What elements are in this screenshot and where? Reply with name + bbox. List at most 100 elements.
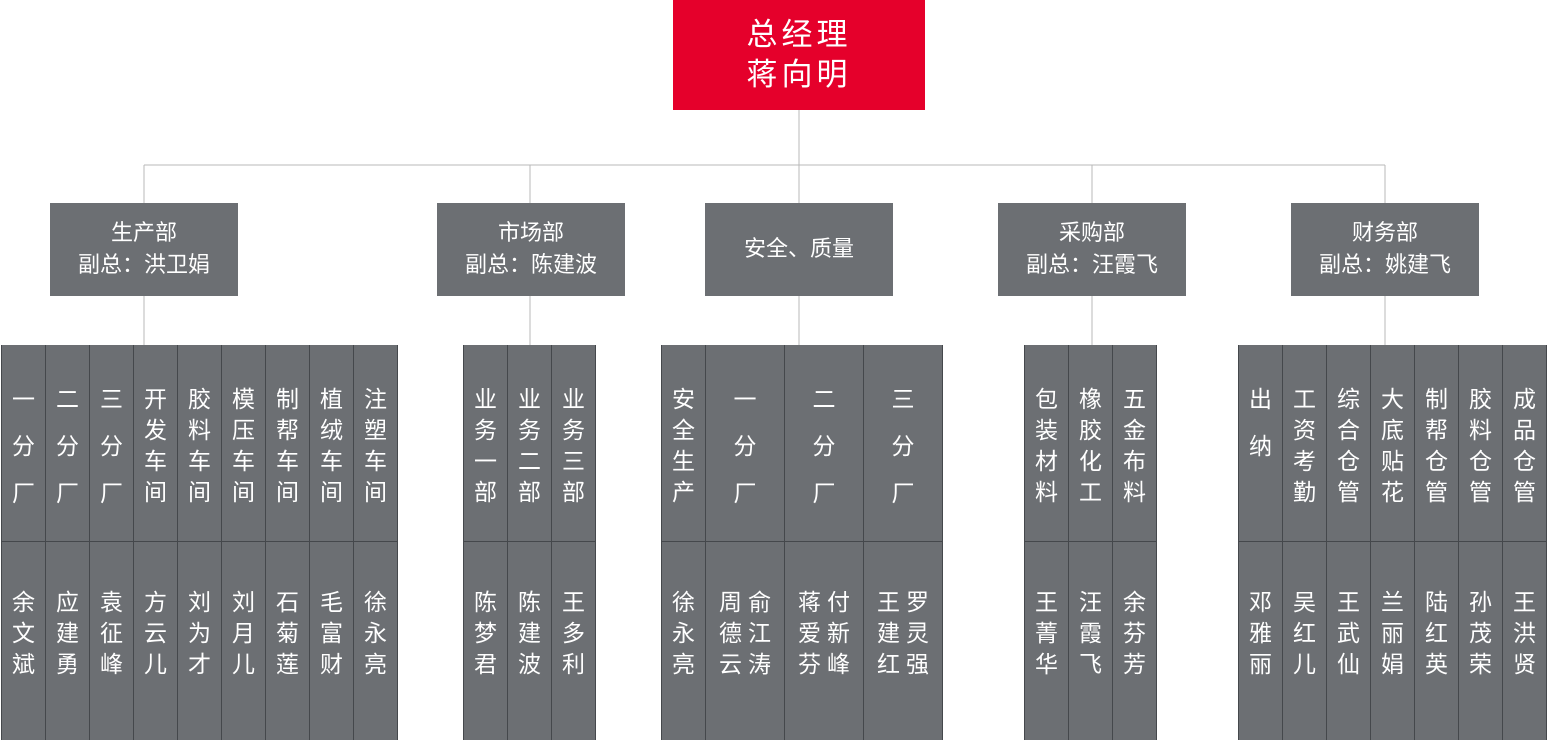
unit-name-cell: 综合仓管 [1327,345,1370,542]
unit-person: 王武仙 [1337,590,1360,678]
unit-person: 王洪贤 [1513,590,1536,678]
unit-name-cell: 胶料车间 [178,345,221,542]
unit-name-cell: 二分厂 [46,345,89,542]
production-units-table: 一分厂余文斌二分厂应建勇三分厂袁征峰开发车间方云儿胶料车间刘为才模压车间刘月儿制… [1,345,398,740]
unit-person: 陆红英 [1425,590,1448,678]
unit-name: 植绒车间 [320,387,343,506]
unit-name: 五金布料 [1123,387,1146,506]
unit-name-cell: 成品仓管 [1503,345,1546,542]
unit-name-cell: 制帮仓管 [1415,345,1458,542]
purchasing-units-table: 包装材料王菁华橡胶化工汪霞飞五金布料余芬芳 [1024,345,1157,740]
unit-person-cell: 周德云俞江涛 [706,542,784,740]
unit-person-cell: 吴红儿 [1283,542,1326,740]
unit-name: 制帮仓管 [1425,387,1448,506]
unit-name-cell: 大底贴花 [1371,345,1414,542]
unit-person-cell: 石菊莲 [266,542,309,740]
unit-column: 三分厂袁征峰 [90,345,134,740]
unit-name-cell: 五金布料 [1113,345,1156,542]
unit-person-cell: 邓雅丽 [1239,542,1282,740]
unit-name-cell: 包装材料 [1025,345,1068,542]
unit-person: 蒋爱芬付新峰 [798,590,850,678]
unit-column: 模压车间刘月儿 [222,345,266,740]
unit-person-cell: 陆红英 [1415,542,1458,740]
unit-name: 成品仓管 [1513,387,1536,506]
unit-column: 出纳邓雅丽 [1239,345,1283,740]
unit-name: 安全生产 [672,387,695,506]
safety-units-table: 安全生产徐永亮一分厂周德云俞江涛二分厂蒋爱芬付新峰三分厂王建红罗灵强 [661,345,943,740]
unit-person: 邓雅丽 [1249,590,1272,678]
unit-name: 二分厂 [56,387,79,507]
dept-name: 生产部 [110,220,177,246]
unit-name: 出纳 [1249,387,1272,460]
dept-leader: 副总：姚建飞 [1318,252,1451,278]
unit-name: 注塑车间 [364,387,387,506]
unit-person-cell: 陈建波 [508,542,551,740]
unit-person: 王菁华 [1035,590,1058,678]
unit-name-cell: 胶料仓管 [1459,345,1502,542]
unit-name: 大底贴花 [1381,387,1404,506]
finance-units-table: 出纳邓雅丽工资考勤吴红儿综合仓管王武仙大底贴花兰丽娟制帮仓管陆红英胶料仓管孙茂荣… [1238,345,1547,740]
unit-column: 一分厂周德云俞江涛 [706,345,785,740]
unit-name-cell: 模压车间 [222,345,265,542]
unit-name-cell: 制帮车间 [266,345,309,542]
unit-person: 刘月儿 [232,590,255,678]
unit-person: 吴红儿 [1293,590,1316,678]
unit-person-cell: 刘月儿 [222,542,265,740]
dept-name: 市场部 [497,220,564,246]
dept-safety-quality: 安全、质量 [705,203,893,296]
unit-column: 注塑车间徐永亮 [354,345,398,740]
unit-person-cell: 徐永亮 [354,542,397,740]
unit-person-cell: 徐永亮 [662,542,705,740]
unit-name: 开发车间 [144,387,167,506]
unit-name-cell: 一分厂 [706,345,784,542]
unit-name: 胶料车间 [188,387,211,506]
unit-column: 大底贴花兰丽娟 [1371,345,1415,740]
unit-person: 石菊莲 [276,590,299,678]
general-manager-name: 蒋向明 [746,57,852,93]
unit-person: 周德云俞江涛 [719,590,771,678]
unit-column: 制帮车间石菊莲 [266,345,310,740]
unit-name-cell: 植绒车间 [310,345,353,542]
unit-column: 包装材料王菁华 [1025,345,1069,740]
unit-column: 业务三部王多利 [552,345,596,740]
unit-name: 胶料仓管 [1469,387,1492,506]
unit-person: 兰丽娟 [1381,590,1404,678]
unit-column: 安全生产徐永亮 [662,345,706,740]
unit-name-cell: 二分厂 [785,345,863,542]
unit-column: 成品仓管王洪贤 [1503,345,1547,740]
unit-name: 橡胶化工 [1079,387,1102,506]
unit-name-cell: 开发车间 [134,345,177,542]
unit-column: 一分厂余文斌 [2,345,46,740]
unit-person: 余文斌 [12,590,35,678]
unit-name-cell: 安全生产 [662,345,705,542]
unit-name: 模压车间 [232,387,255,506]
unit-column: 业务一部陈梦君 [464,345,508,740]
unit-column: 胶料仓管孙茂荣 [1459,345,1503,740]
unit-name: 一分厂 [733,387,757,507]
unit-name: 业务二部 [518,387,541,506]
unit-person-cell: 方云儿 [134,542,177,740]
dept-leader: 副总：洪卫娟 [77,252,210,278]
unit-name-cell: 橡胶化工 [1069,345,1112,542]
unit-name: 三分厂 [100,387,123,507]
unit-name-cell: 三分厂 [864,345,942,542]
unit-name: 包装材料 [1035,387,1058,506]
unit-column: 综合仓管王武仙 [1327,345,1371,740]
unit-person-cell: 毛富财 [310,542,353,740]
unit-name: 三分厂 [891,387,915,507]
unit-name: 一分厂 [12,387,35,507]
unit-person-cell: 王多利 [552,542,595,740]
unit-person: 王多利 [562,590,585,678]
unit-person: 袁征峰 [100,590,123,678]
unit-person-cell: 王武仙 [1327,542,1370,740]
unit-name-cell: 工资考勤 [1283,345,1326,542]
unit-person-cell: 孙茂荣 [1459,542,1502,740]
unit-name-cell: 业务三部 [552,345,595,542]
unit-name: 业务一部 [474,387,497,506]
marketing-units-table: 业务一部陈梦君业务二部陈建波业务三部王多利 [463,345,596,740]
unit-name-cell: 注塑车间 [354,345,397,542]
unit-person: 方云儿 [144,590,167,678]
dept-name: 安全、质量 [743,236,854,262]
unit-person: 徐永亮 [672,590,695,678]
unit-person-cell: 王洪贤 [1503,542,1546,740]
